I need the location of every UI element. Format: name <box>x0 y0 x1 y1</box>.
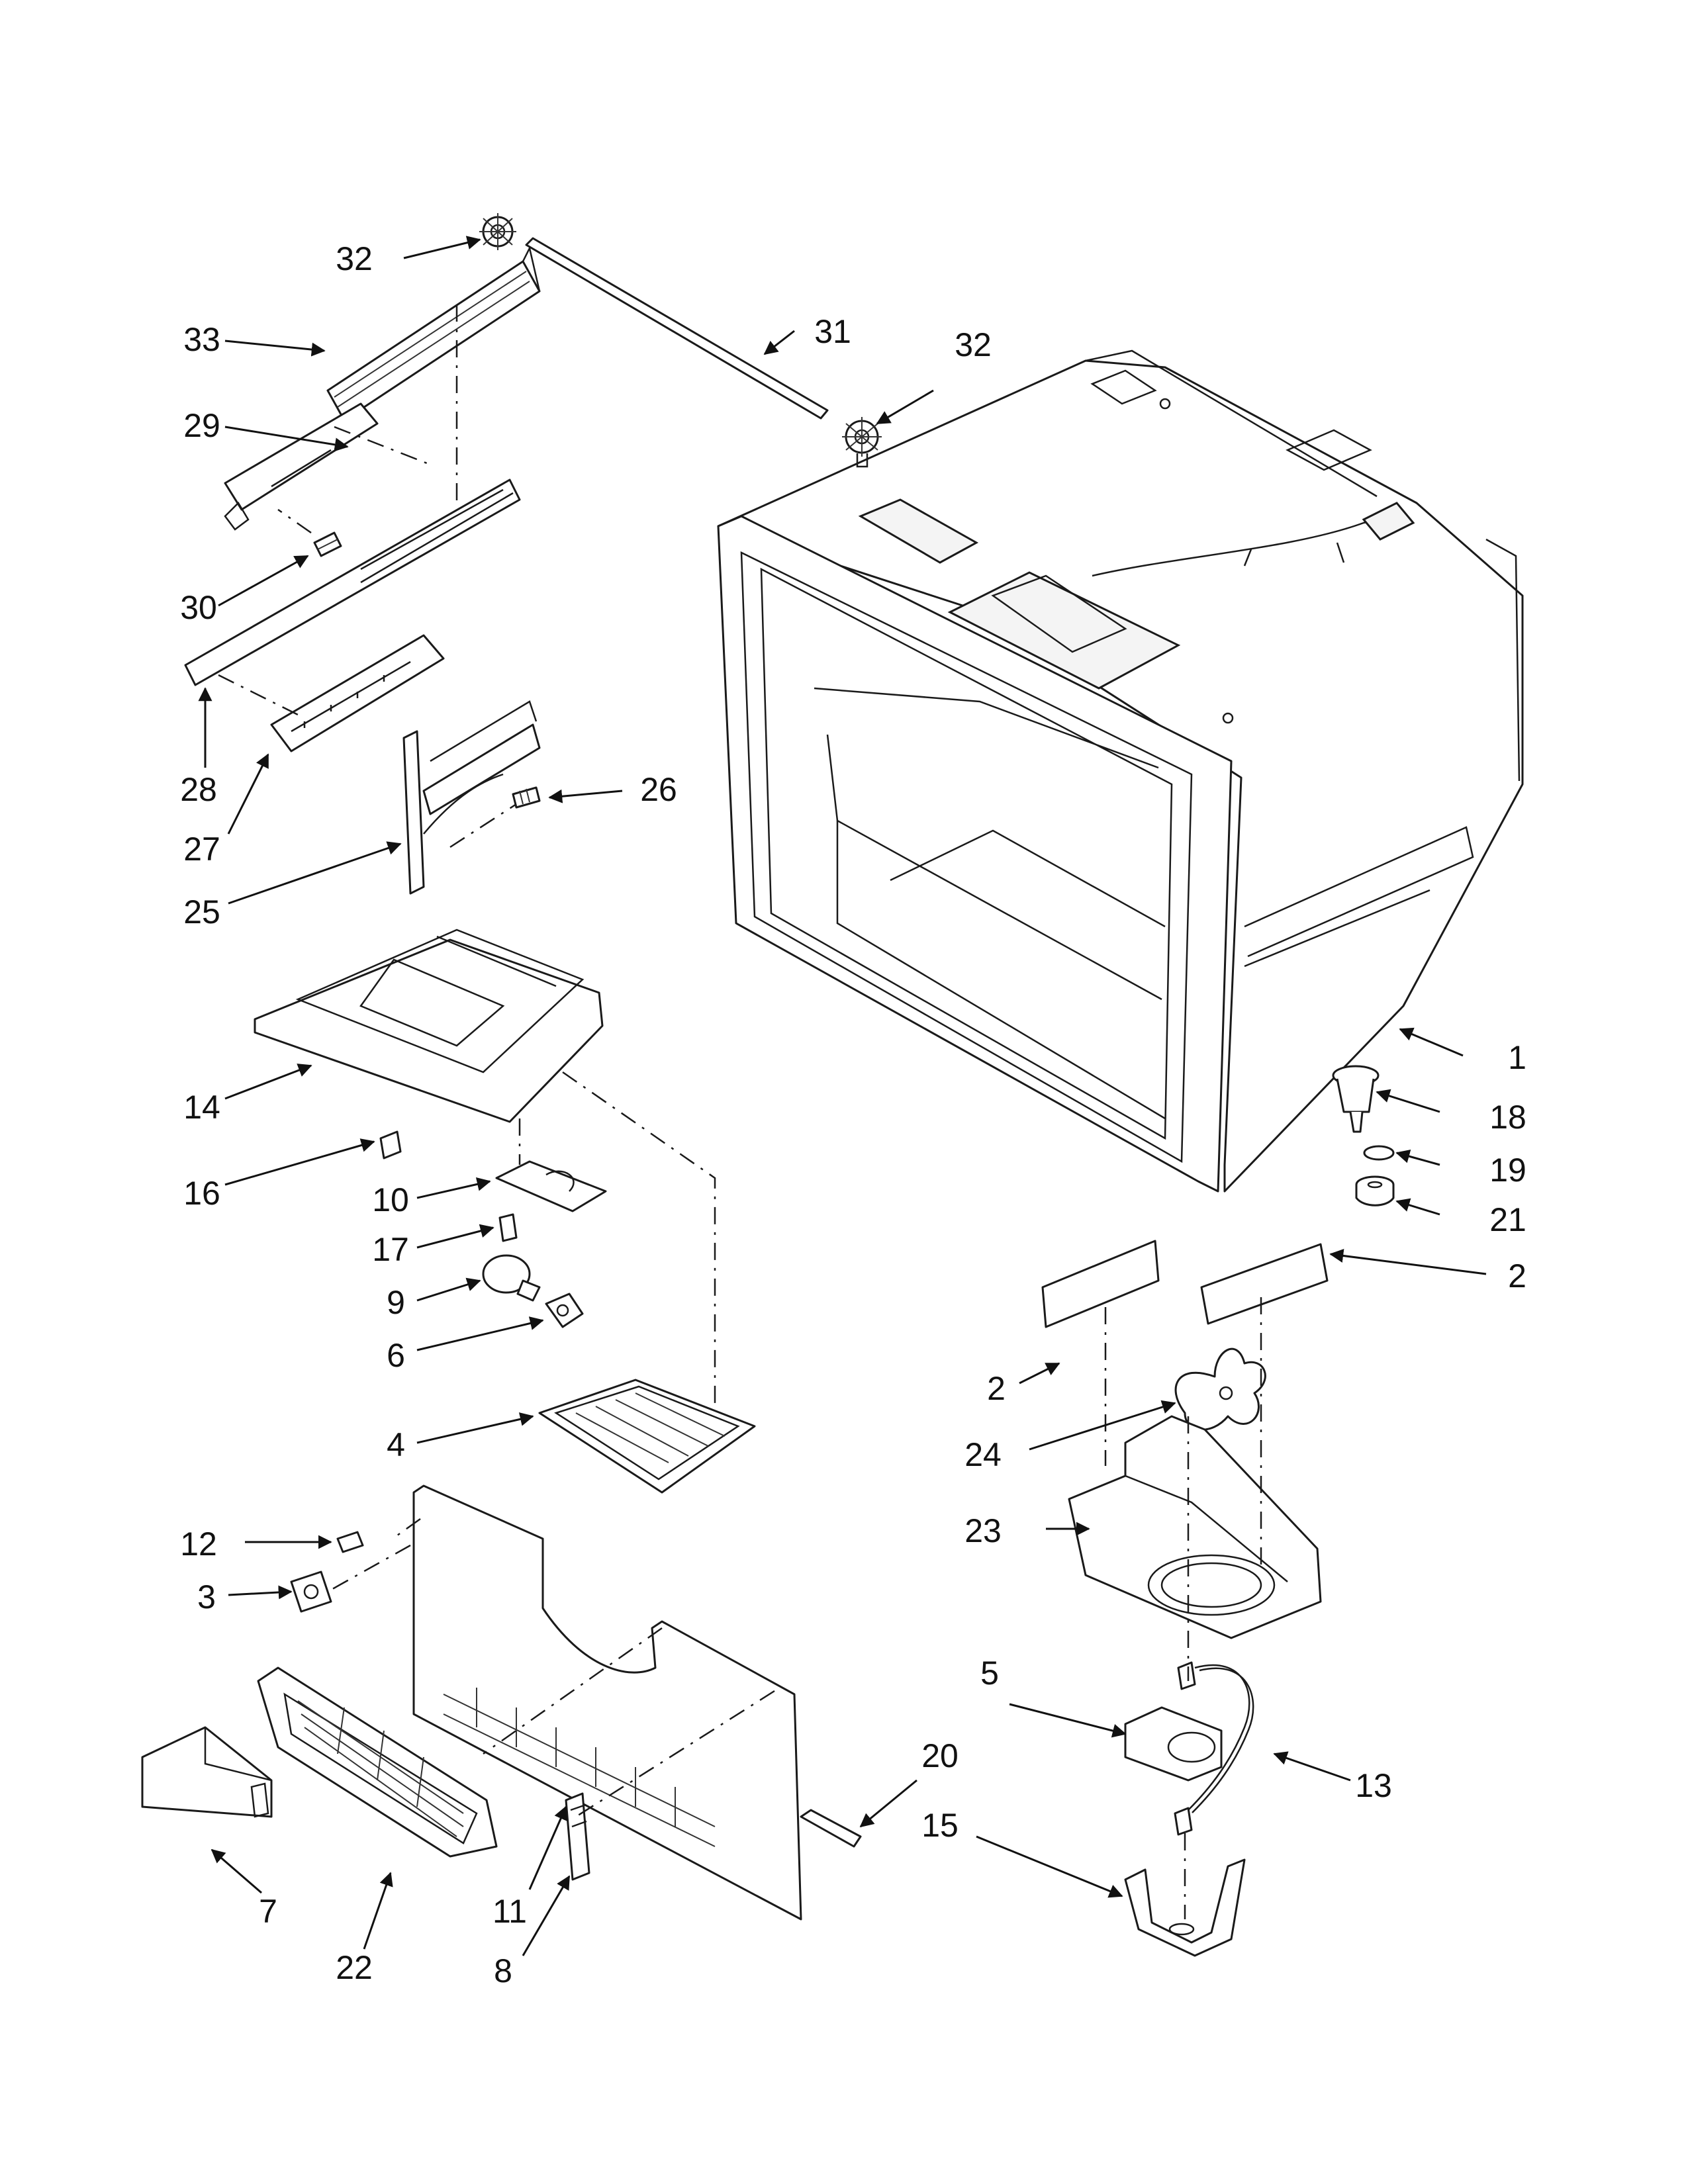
callout-16: 16 <box>183 1175 220 1212</box>
screw-part-12 <box>336 1531 364 1553</box>
callout-4: 4 <box>387 1426 405 1463</box>
callout-3: 3 <box>197 1578 216 1615</box>
callout-11: 11 <box>492 1893 527 1930</box>
callout-14: 14 <box>183 1089 220 1126</box>
screw-part-30 <box>313 531 342 557</box>
callout-15: 15 <box>921 1807 959 1844</box>
shaft-rod-part <box>525 237 829 420</box>
callout-8: 8 <box>494 1952 512 1989</box>
housing-tray-part <box>254 929 604 1123</box>
callout-12: 12 <box>180 1525 217 1563</box>
leader-arrows <box>198 236 1487 1956</box>
grille-cover-part <box>257 1666 498 1858</box>
slide-rail-top-part <box>326 246 541 422</box>
grille-shelf-part <box>538 1379 756 1494</box>
callout-9: 9 <box>387 1284 405 1321</box>
gear-part-top <box>479 213 516 250</box>
callout-2-right: 2 <box>1508 1257 1526 1295</box>
callout-7: 7 <box>259 1893 277 1930</box>
screw-part-17 <box>498 1213 518 1242</box>
callout-31: 31 <box>814 313 851 350</box>
bracket-part-3 <box>290 1570 332 1613</box>
insulation-pad-right <box>1200 1243 1329 1325</box>
callout-10: 10 <box>372 1181 409 1218</box>
rail-bracket-part <box>224 402 379 531</box>
motor-bracket-part <box>1124 1858 1246 1957</box>
drain-part-18 <box>1332 1065 1380 1133</box>
callout-28: 28 <box>180 771 217 808</box>
callout-23: 23 <box>964 1512 1002 1549</box>
callout-19: 19 <box>1489 1152 1526 1189</box>
rail-bracket-lower-part <box>270 634 445 752</box>
slide-rail-lower-part <box>184 478 521 686</box>
gear-part-right <box>842 417 882 468</box>
strip-part-20 <box>800 1809 862 1848</box>
light-bulb-part <box>482 1254 541 1302</box>
callout-25: 25 <box>183 893 220 931</box>
callout-18: 18 <box>1489 1099 1526 1136</box>
rear-panel-part <box>412 1484 802 1921</box>
insulation-pad-left <box>1041 1240 1160 1328</box>
socket-part-6 <box>545 1293 584 1328</box>
callout-5: 5 <box>980 1655 999 1692</box>
mounting-bracket-part <box>402 700 541 895</box>
fan-blade-part <box>1174 1347 1266 1431</box>
callout-17: 17 <box>372 1231 409 1268</box>
callout-27: 27 <box>183 831 220 868</box>
callout-2-left: 2 <box>987 1370 1006 1407</box>
callout-22: 22 <box>336 1949 373 1986</box>
callout-1: 1 <box>1508 1039 1526 1076</box>
grommet-part-21 <box>1355 1175 1395 1206</box>
freezer-liner-part <box>717 349 1524 1193</box>
callout-32-right: 32 <box>955 326 992 363</box>
callout-26: 26 <box>640 771 677 808</box>
callout-21: 21 <box>1489 1201 1526 1238</box>
callout-30: 30 <box>180 589 217 626</box>
alignment-lines <box>218 304 1262 1919</box>
screw-part-26 <box>512 786 541 809</box>
cover-part-7 <box>141 1726 273 1818</box>
fan-shroud-part <box>1068 1415 1322 1639</box>
fan-motor-part <box>1124 1661 1223 1836</box>
callout-33: 33 <box>183 321 220 358</box>
callout-13: 13 <box>1355 1767 1392 1804</box>
callout-20: 20 <box>921 1737 959 1774</box>
wire-harness-part <box>1188 1664 1254 1813</box>
switch-part-16 <box>379 1130 402 1160</box>
callout-labels: 32 31 32 33 29 30 28 27 26 25 14 16 10 1… <box>180 240 1526 1989</box>
callout-24: 24 <box>964 1436 1002 1473</box>
lamp-housing-part <box>495 1160 607 1212</box>
gasket-ring-part <box>1363 1145 1395 1161</box>
callout-32-top: 32 <box>336 240 373 277</box>
callout-29: 29 <box>183 407 220 444</box>
callout-6: 6 <box>387 1337 405 1374</box>
sensor-part-8 <box>565 1792 590 1881</box>
